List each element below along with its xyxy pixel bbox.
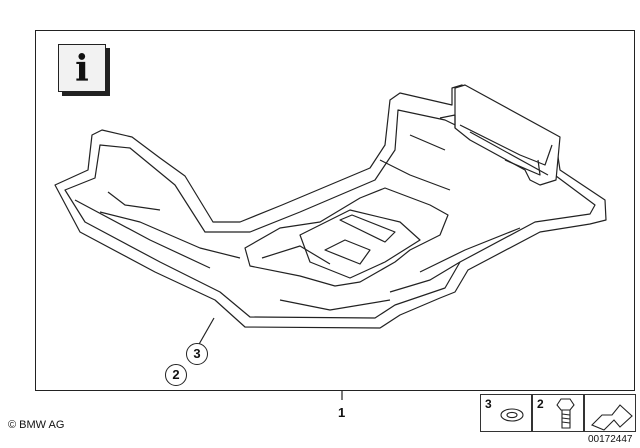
leader-line bbox=[197, 317, 215, 347]
legend-washer-cell: 3 bbox=[480, 394, 532, 432]
bolt-icon bbox=[556, 398, 575, 429]
part-number-1: 1 bbox=[338, 405, 346, 420]
diagram-frame bbox=[35, 30, 635, 391]
legend-arrow-cell bbox=[584, 394, 636, 432]
washer-icon bbox=[500, 408, 524, 422]
copyright: © BMW AG bbox=[8, 419, 65, 431]
legend-bolt-number: 2 bbox=[537, 397, 544, 411]
arrow-icon bbox=[591, 404, 633, 431]
image-id: 00172447 bbox=[588, 434, 633, 445]
legend-washer-number: 3 bbox=[485, 397, 492, 411]
info-icon: i bbox=[58, 44, 106, 92]
info-letter: i bbox=[75, 48, 89, 90]
skid-plate-outline bbox=[54, 84, 607, 329]
legend-bolt-cell: 2 bbox=[532, 394, 584, 432]
callout-2: 2 bbox=[165, 364, 187, 386]
callout-3: 3 bbox=[186, 343, 208, 365]
